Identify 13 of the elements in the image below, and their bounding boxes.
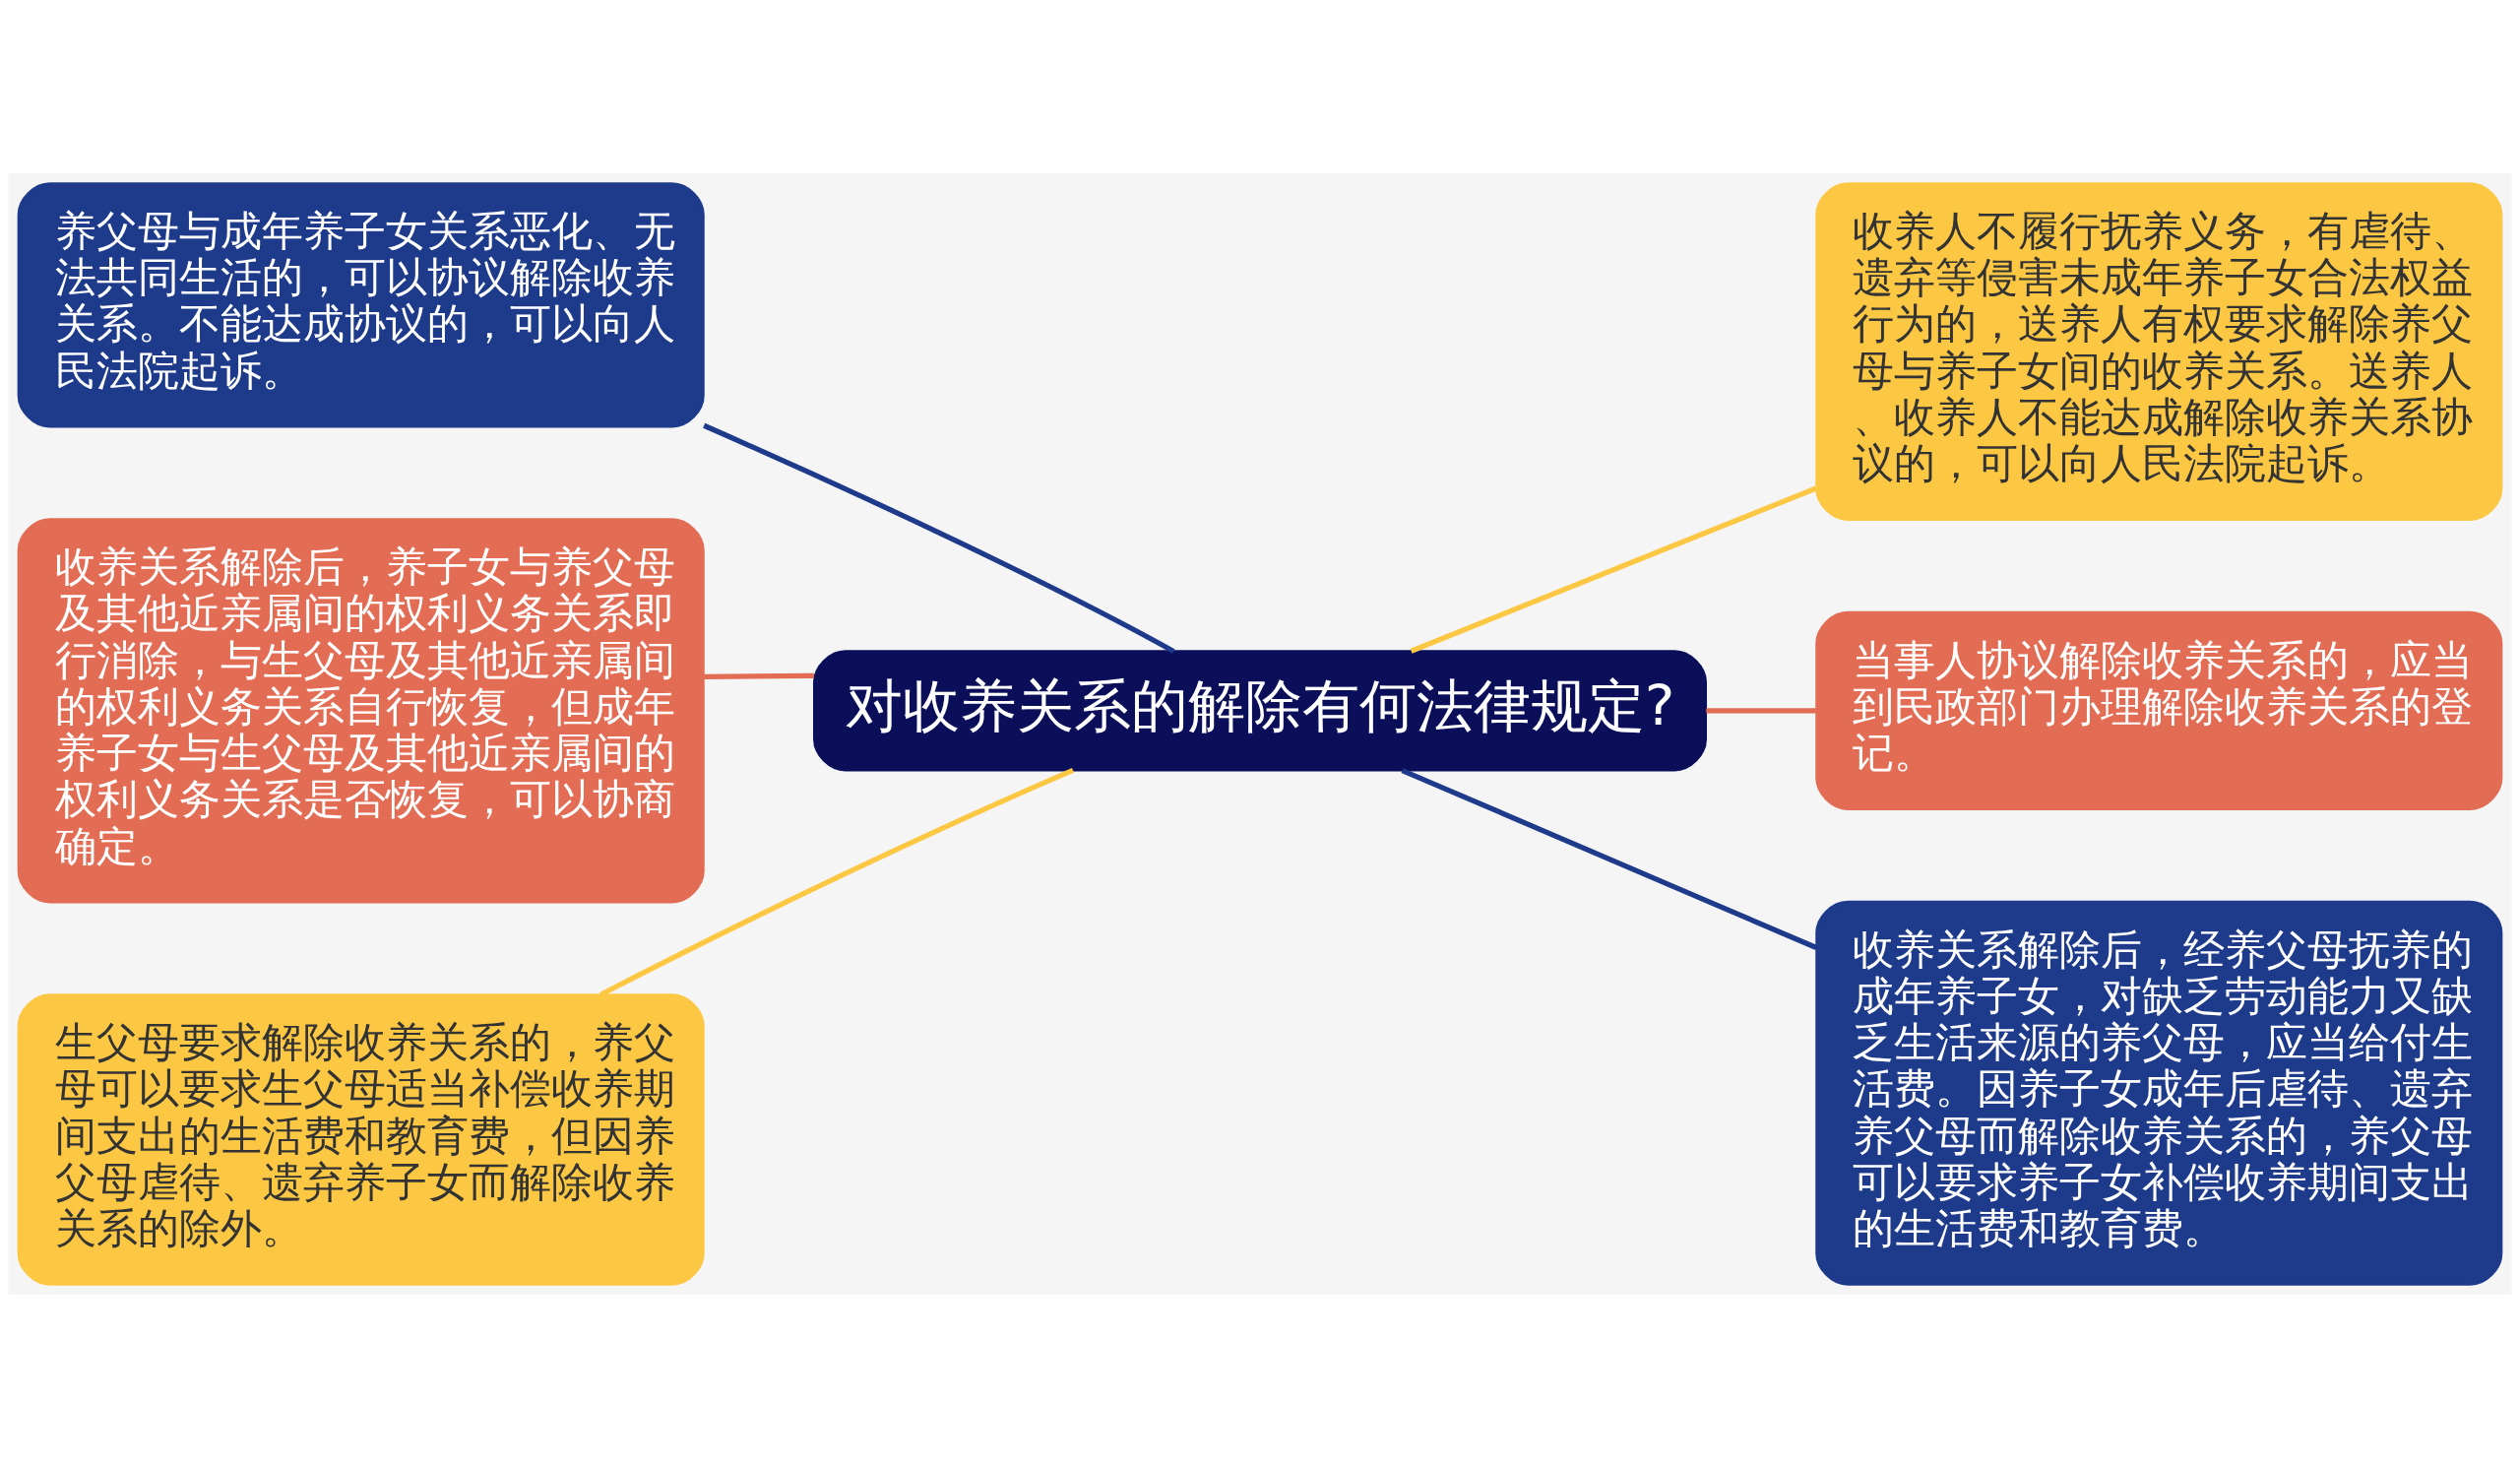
connector bbox=[1401, 767, 1818, 950]
connector bbox=[703, 422, 1175, 654]
node-box: 收养关系解除后，经养父母抚养的成年养子女，对缺乏劳动能力又缺乏生活来源的养父母，应当给付生活费。因养子女成年后虐待、遗弃养父母而解除收养关系的，养父母可以要求养子女补偿收养期间支出的生活费和教育费。 bbox=[1815, 900, 2503, 1286]
connector bbox=[1706, 707, 1816, 713]
node-box: 生父母要求解除收养关系的，养父母可以要求生父母适当补偿收养期间支出的生活费和教育费，但因养父母虐待、遗弃养子女而解除收养关系的除外。 bbox=[17, 992, 705, 1286]
node-box: 当事人协议解除收养关系的，应当到民政部门办理解除收养关系的登记。 bbox=[1815, 610, 2503, 810]
node-box: 对收养关系的解除有何法律规定? bbox=[813, 649, 1707, 772]
connector bbox=[704, 672, 814, 679]
node-box: 养父母与成年养子女关系恶化、无法共同生活的，可以协议解除收养关系。不能达成协议的，可以向人民法院起诉。 bbox=[17, 181, 705, 427]
node-box: 收养人不履行抚养义务，有虐待、遗弃等侵害未成年养子女合法权益行为的，送养人有权要求解除养父母与养子女间的收养关系。送养人、收养人不能达成解除收养关系协议的，可以向人民法院起诉。 bbox=[1815, 181, 2503, 521]
connector bbox=[1410, 485, 1817, 654]
connector bbox=[599, 767, 1075, 997]
node-box: 收养关系解除后，养子女与养父母及其他近亲属间的权利义务关系即行消除，与生父母及其他近亲属间的权利义务关系自行恢复，但成年养子女与生父母及其他近亲属间的权利义务关系是否恢复，可以协商确定。 bbox=[17, 517, 705, 903]
